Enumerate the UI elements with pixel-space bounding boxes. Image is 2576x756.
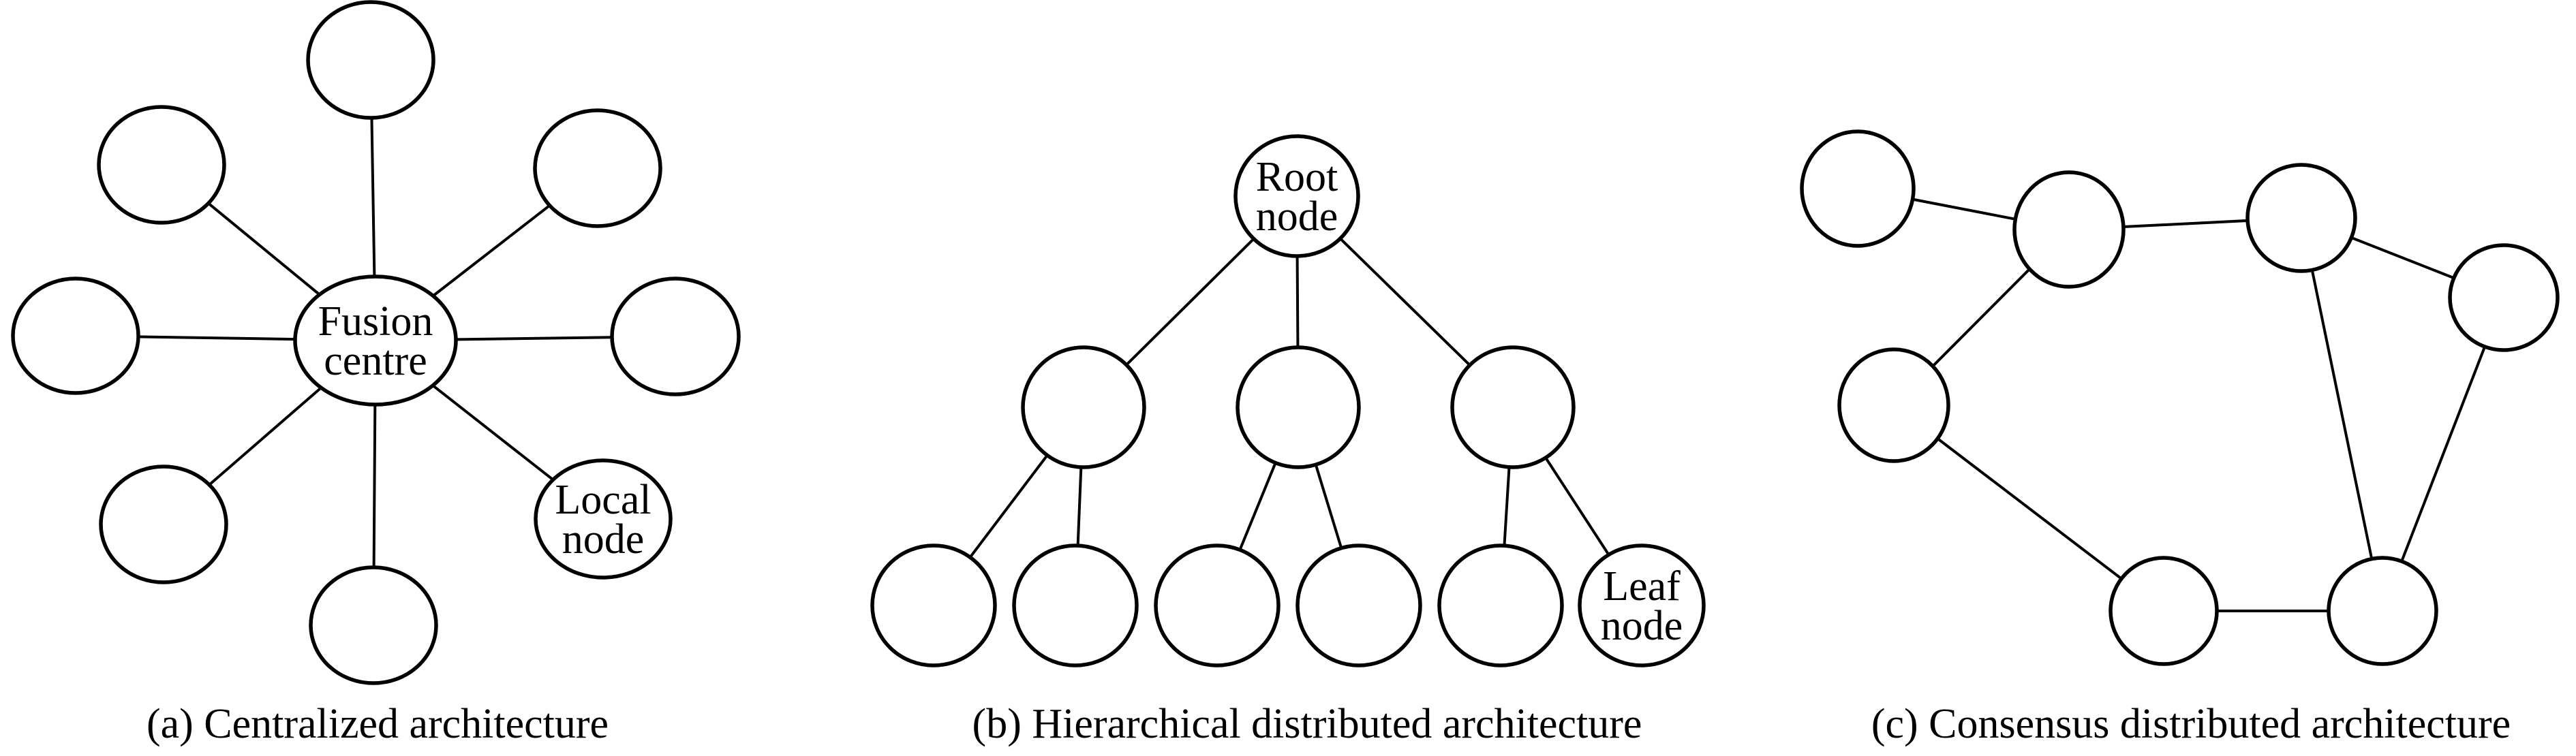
node-sat-nw (97, 105, 226, 225)
node-leaf-5 (1437, 544, 1564, 667)
node-leaf-4 (1295, 544, 1422, 667)
node-leaf-1 (870, 544, 997, 667)
node-c-6 (2109, 556, 2219, 666)
node-c-1 (1800, 129, 1916, 248)
node-mid-2 (1236, 345, 1361, 469)
node-c-5 (1837, 347, 1950, 463)
node-root-node (1233, 134, 1360, 258)
caption-centralized: (a) Centralized architecture (146, 701, 609, 747)
node-c-7 (2327, 556, 2438, 666)
node-c-2 (2012, 170, 2126, 289)
caption-hierarchical: (b) Hierarchical distributed architectur… (972, 701, 1642, 747)
node-sat-s (309, 565, 438, 685)
node-leaf-2 (1012, 544, 1139, 667)
node-leaf-node (1578, 544, 1706, 667)
panel-c (1800, 129, 2560, 666)
edge-c-4-c-7 (2381, 297, 2505, 612)
node-sat-w (11, 277, 140, 395)
node-fusion-centre (293, 274, 458, 407)
node-local-node (534, 458, 673, 580)
node-sat-sw (99, 464, 228, 584)
caption-consensus: (c) Consensus distributed architecture (1871, 701, 2511, 747)
node-sat-e (610, 277, 741, 396)
node-leaf-3 (1154, 544, 1281, 667)
node-mid-3 (1450, 345, 1576, 469)
node-c-3 (2245, 163, 2357, 273)
edge-c-3-c-7 (2300, 217, 2384, 612)
node-mid-1 (1021, 345, 1146, 469)
node-c-4 (2448, 243, 2560, 352)
node-sat-n (306, 0, 435, 120)
node-sat-ne (533, 108, 662, 228)
